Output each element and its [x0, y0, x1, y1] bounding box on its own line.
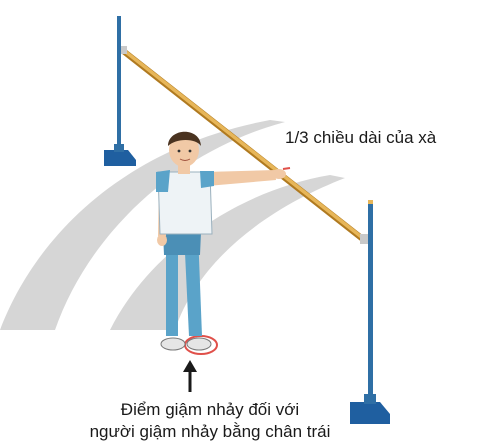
takeoff-point-caption: Điểm giậm nhảy đối với người giậm nhảy b… [0, 399, 420, 443]
crossbar-length-label: 1/3 chiều dài của xà [285, 128, 437, 147]
jumper-figure-icon [156, 131, 286, 355]
background-band-left [0, 120, 285, 330]
caption-line-2: người giậm nhảy bằng chân trái [89, 422, 331, 441]
left-upright-post-icon [104, 16, 136, 166]
caption-line-1: Điểm giậm nhảy đối với [120, 400, 300, 419]
crossbar-icon [119, 47, 367, 243]
right-upright-post-icon [350, 200, 390, 424]
arrow-up-icon [183, 360, 197, 392]
